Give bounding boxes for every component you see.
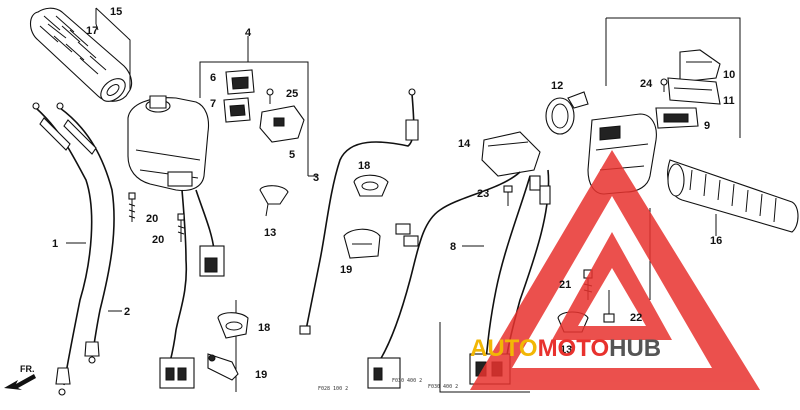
throttle-pulley xyxy=(545,91,589,135)
part-label-19-left: 19 xyxy=(255,369,267,381)
clamp-18-left xyxy=(217,312,249,339)
right-harness-box xyxy=(481,131,541,177)
part-label-8: 8 xyxy=(450,241,456,253)
part-label-10: 10 xyxy=(723,69,735,81)
part-label-24: 24 xyxy=(640,78,653,90)
screw-24 xyxy=(660,78,668,92)
part-label-21: 21 xyxy=(559,279,571,291)
part-label-7: 7 xyxy=(210,98,216,110)
part-label-19-center: 19 xyxy=(340,264,352,276)
footer-code-1: F028 100 2 xyxy=(318,386,348,392)
right-grip xyxy=(667,159,799,233)
part-label-18-center: 18 xyxy=(358,160,370,172)
part-label-25: 25 xyxy=(286,88,298,100)
harness-callout-lines xyxy=(439,245,530,393)
part-label-3: 3 xyxy=(313,172,319,184)
switch-plate-5 xyxy=(259,88,305,143)
part-label-9: 9 xyxy=(704,120,710,132)
front-direction-arrow: FR. xyxy=(4,364,36,390)
part-label-22: 22 xyxy=(630,312,642,324)
part-label-16: 16 xyxy=(710,235,722,247)
grip-callout-lines xyxy=(95,7,131,90)
part-label-14: 14 xyxy=(458,138,471,150)
left-switch-housing xyxy=(127,95,225,389)
part-label-20-bottom: 20 xyxy=(152,234,164,246)
clip-13-left xyxy=(259,185,289,217)
part-label-23: 23 xyxy=(477,188,489,200)
watermark-triangle xyxy=(470,150,760,390)
part-label-20-top: 20 xyxy=(146,213,158,225)
screw-20-bottom xyxy=(177,213,185,242)
part-label-1: 1 xyxy=(52,238,58,250)
watermark-auto: AUTO xyxy=(470,335,538,362)
housing-callout-lines xyxy=(199,36,318,392)
clamp-19-center xyxy=(343,228,381,259)
part-label-15: 15 xyxy=(110,6,122,18)
part-label-11: 11 xyxy=(723,95,735,107)
footer-code-3: F030 400 2 xyxy=(428,384,458,390)
choke-cable xyxy=(299,88,419,335)
throttle-cables xyxy=(32,102,115,396)
clamp-18-center xyxy=(353,174,389,197)
watermark-text: AUTOMOTOHUB xyxy=(470,335,661,362)
part-label-13-right: 13 xyxy=(560,344,572,356)
part-label-13-left: 13 xyxy=(264,227,276,239)
screw-23 xyxy=(503,185,513,206)
screw-22 xyxy=(603,290,615,323)
part-label-4: 4 xyxy=(245,27,252,39)
screw-20-top xyxy=(128,192,136,222)
watermark-moto: MOTO xyxy=(538,335,610,362)
part-label-2: 2 xyxy=(124,306,130,318)
watermark-hub: HUB xyxy=(609,335,661,362)
part-label-17: 17 xyxy=(86,25,98,37)
part-label-6: 6 xyxy=(210,72,216,84)
part-label-18-left: 18 xyxy=(258,322,270,334)
part-label-12: 12 xyxy=(551,80,563,92)
front-label: FR. xyxy=(20,364,35,374)
clamp-19-left xyxy=(207,353,239,381)
cable-callout-lines xyxy=(66,242,122,312)
switch-button-9 xyxy=(655,107,699,129)
switch-cover-11 xyxy=(667,77,721,105)
footer-code-2: F030 400 2 xyxy=(392,378,422,384)
left-grip xyxy=(29,7,133,102)
part-label-5: 5 xyxy=(289,149,295,161)
switch-knobs xyxy=(223,69,255,123)
switch-cover-10 xyxy=(679,49,721,83)
